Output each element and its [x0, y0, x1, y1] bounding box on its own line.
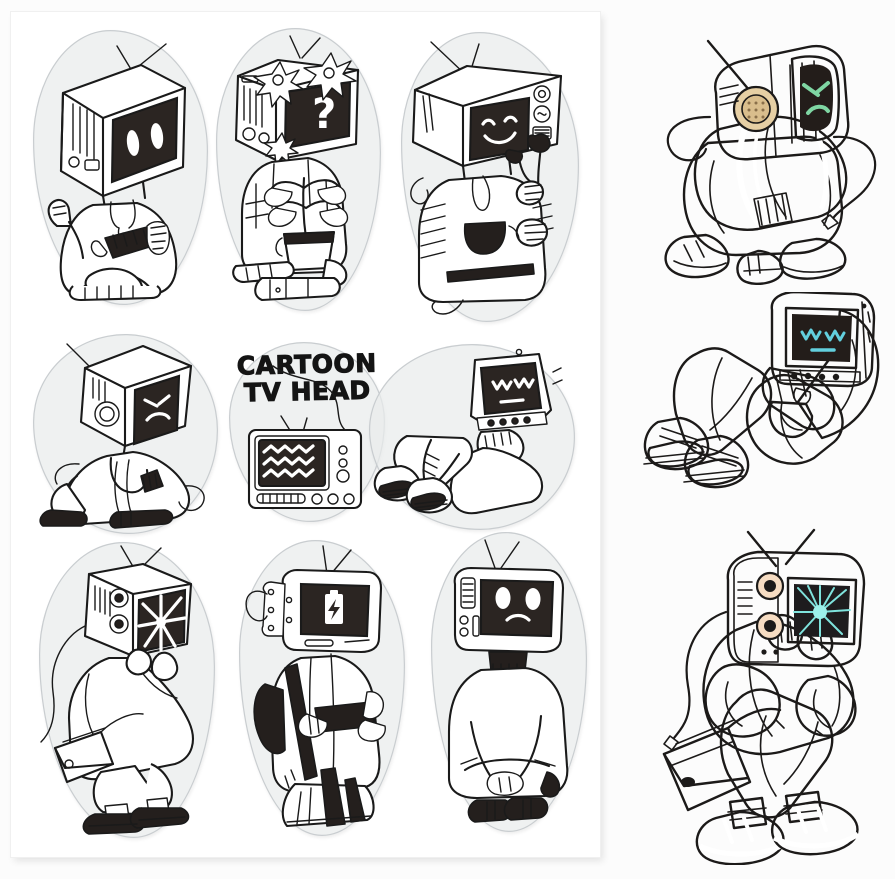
art-tv-head-dotted-eyes — [47, 43, 187, 302]
sticker-tv-head-sad-face[interactable] — [431, 532, 587, 832]
sticker-tv-head-dotted-eyes[interactable] — [33, 30, 208, 305]
character-angry-yellow-tv-head — [650, 25, 895, 290]
art-tv-head-battery-charging — [245, 545, 386, 828]
art-character-angry-yellow-tv-head — [664, 39, 877, 285]
art-character-cream-tv-head-scarf — [643, 292, 880, 489]
art-tv-head-sad-face — [447, 539, 569, 823]
art-tv-head-ww-eyes — [373, 348, 563, 515]
character-cream-tv-head-scarf — [636, 292, 894, 514]
art-tv-head-question-flowers: ? — [232, 35, 360, 302]
sticker-tv-head-ww-eyes-scarf[interactable] — [369, 344, 575, 530]
sticker-tv-head-angry-tracksuit[interactable] — [33, 334, 218, 534]
sticker-tv-head-smiling-flowers[interactable] — [401, 32, 579, 322]
sticker-tv-head-battery-charging[interactable] — [239, 540, 405, 836]
sticker-tv-head-question-flowers[interactable]: ? — [216, 28, 381, 311]
art-tv-head-angry-tracksuit — [39, 343, 205, 529]
art-tv-head-cracked-screen — [40, 545, 194, 835]
clear-stamp-sheet: ? — [11, 12, 600, 857]
art-character-cracked-orange-tv-head — [662, 528, 866, 865]
art-retro-tv-set — [247, 365, 363, 510]
art-tv-head-smiling-flowers — [410, 41, 563, 315]
sticker-wordmark-tv-set[interactable]: CARTOON TV HEAD — [229, 342, 385, 522]
sticker-tv-head-cracked-screen[interactable] — [39, 542, 215, 838]
character-cracked-orange-tv-head — [648, 520, 895, 865]
